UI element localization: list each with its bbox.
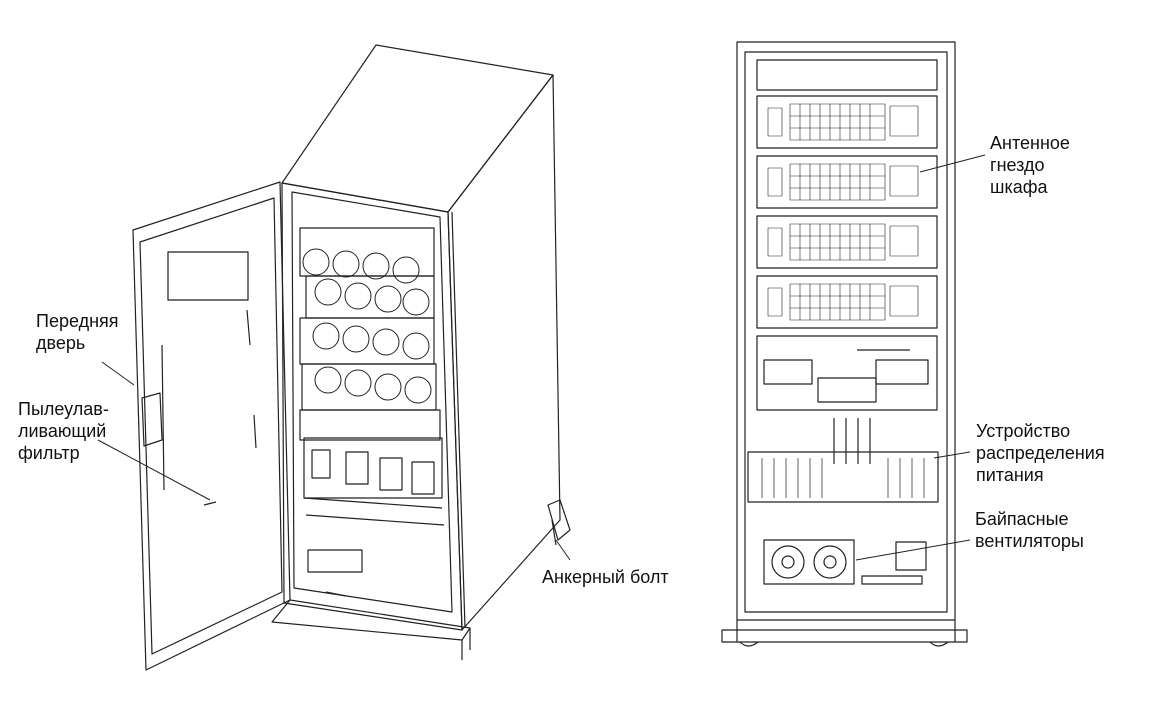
dust-filter-label: Пылеулав- ливающий фильтр [18, 398, 109, 464]
bypass-fans-label-line: Байпасные [975, 509, 1069, 529]
cabinet-fan-panels [299, 227, 437, 411]
power-distribution-label-line: питания [976, 465, 1044, 485]
cabinet-socket-label: Антенное гнездо шкафа [990, 132, 1070, 198]
cabinet-socket-label-line: шкафа [990, 177, 1048, 197]
front-door-label: Передняя дверь [36, 310, 119, 354]
bypass-fans-label: Байпасные вентиляторы [975, 508, 1084, 552]
bypass-fans-label-line: вентиляторы [975, 531, 1084, 551]
front-door [132, 181, 291, 671]
cabinet-front-view [721, 41, 968, 647]
power-distribution-label-line: распределения [976, 443, 1105, 463]
power-distribution-label-line: Устройство [976, 421, 1071, 441]
front-door-label-line: дверь [36, 333, 86, 353]
power-distribution-unit [747, 418, 939, 503]
power-modules [756, 95, 938, 329]
anchor-bolt-label-line: Анкерный болт [542, 567, 669, 587]
cabinet-isometric [132, 44, 571, 671]
anchor-bolt-label: Анкерный болт [542, 566, 669, 588]
cabinet-socket-label-line: гнездо [990, 155, 1045, 175]
dust-filter-label-line: Пылеулав- [18, 399, 109, 419]
cabinet-socket-label-line: Антенное [990, 133, 1070, 153]
power-distribution-label: Устройство распределения питания [976, 420, 1105, 486]
front-door-label-line: Передняя [36, 311, 119, 331]
bypass-fans [763, 539, 927, 585]
dust-filter-label-line: фильтр [18, 443, 80, 463]
leader-lines [97, 154, 986, 561]
dust-filter-label-line: ливающий [18, 421, 107, 441]
